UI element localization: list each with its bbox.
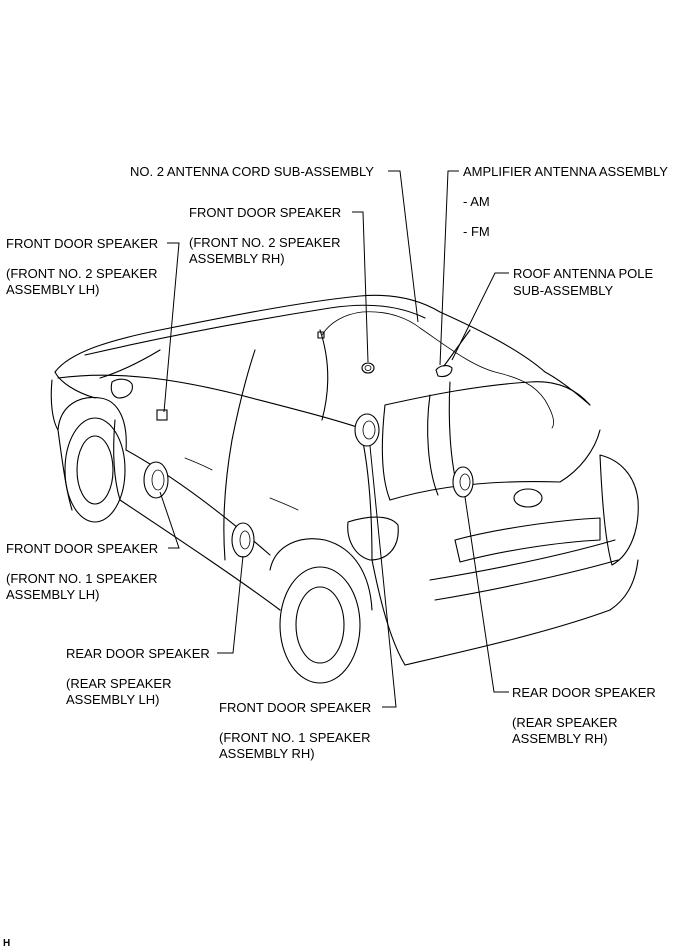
front-no1-rh-speaker — [354, 413, 380, 447]
rear-rh-speaker — [452, 466, 474, 498]
label-front-no2-lh-sub2: ASSEMBLY LH) — [6, 282, 99, 297]
leader-lines — [159, 170, 509, 708]
label-front-no2-rh: FRONT DOOR SPEAKER — [189, 205, 341, 220]
label-antenna-cord: NO. 2 ANTENNA CORD SUB-ASSEMBLY — [130, 164, 374, 179]
label-fm: - FM — [463, 224, 490, 239]
vehicle-illustration — [50, 294, 639, 684]
label-roof-antenna-pole-sub: SUB-ASSEMBLY — [513, 283, 614, 298]
label-front-no1-rh-sub1: (FRONT NO. 1 SPEAKER — [219, 730, 370, 745]
label-front-no1-rh-sub2: ASSEMBLY RH) — [219, 746, 315, 761]
label-amplifier-antenna: AMPLIFIER ANTENNA ASSEMBLY — [463, 164, 668, 179]
front-no2-rh-speaker — [361, 362, 375, 374]
rear-lh-speaker — [231, 522, 255, 558]
corner-mark: H — [3, 938, 10, 949]
label-front-no1-lh-sub2: ASSEMBLY LH) — [6, 587, 99, 602]
label-roof-antenna-pole: ROOF ANTENNA POLE — [513, 266, 653, 281]
label-front-no2-lh-sub1: (FRONT NO. 2 SPEAKER — [6, 266, 157, 281]
label-rear-lh: REAR DOOR SPEAKER — [66, 646, 210, 661]
label-rear-lh-sub1: (REAR SPEAKER — [66, 676, 171, 691]
callout-labels: NO. 2 ANTENNA CORD SUB-ASSEMBLY AMPLIFIE… — [6, 164, 668, 761]
label-am: - AM — [463, 194, 490, 209]
label-front-no2-rh-sub1: (FRONT NO. 2 SPEAKER — [189, 235, 340, 250]
label-front-no1-lh-sub1: (FRONT NO. 1 SPEAKER — [6, 571, 157, 586]
front-no1-lh-speaker — [143, 461, 169, 499]
front-no2-lh-speaker — [156, 409, 168, 421]
label-front-no2-lh: FRONT DOOR SPEAKER — [6, 236, 158, 251]
label-rear-rh: REAR DOOR SPEAKER — [512, 685, 656, 700]
label-rear-lh-sub2: ASSEMBLY LH) — [66, 692, 159, 707]
label-rear-rh-sub1: (REAR SPEAKER — [512, 715, 617, 730]
label-rear-rh-sub2: ASSEMBLY RH) — [512, 731, 608, 746]
label-front-no2-rh-sub2: ASSEMBLY RH) — [189, 251, 285, 266]
label-front-no1-lh: FRONT DOOR SPEAKER — [6, 541, 158, 556]
label-front-no1-rh: FRONT DOOR SPEAKER — [219, 700, 371, 715]
